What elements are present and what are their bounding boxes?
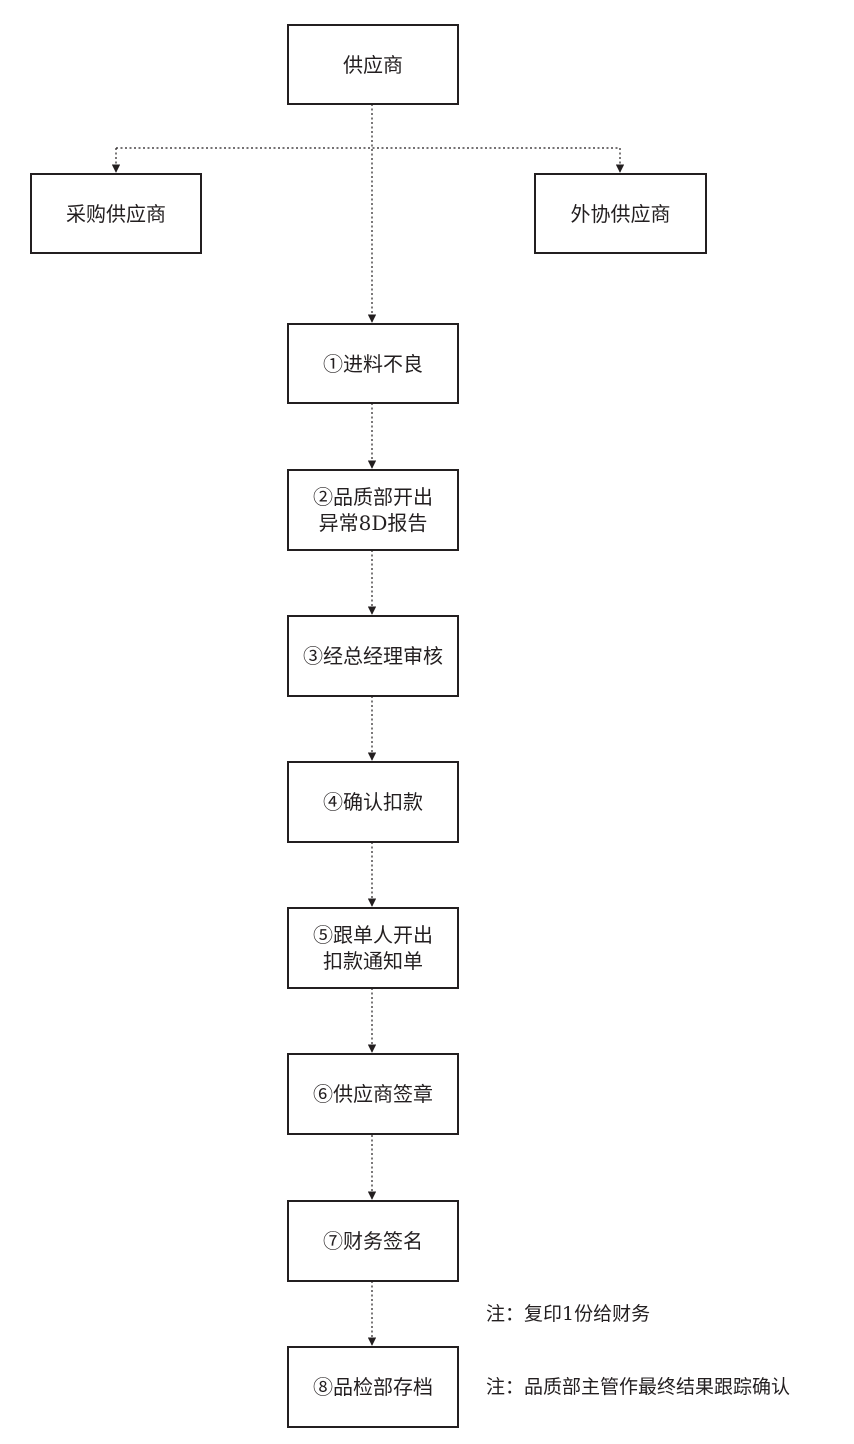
step-6-node: ⑥供应商签章 — [287, 1053, 459, 1135]
step-3-node: ③经总经理审核 — [287, 615, 459, 697]
step-2-node: ②品质部开出 异常8D报告 — [287, 469, 459, 551]
purchase-supplier-node: 采购供应商 — [30, 173, 202, 254]
step-5-node: ⑤跟单人开出 扣款通知单 — [287, 907, 459, 989]
step-1-node: ①进料不良 — [287, 323, 459, 404]
outsource-supplier-node: 外协供应商 — [534, 173, 707, 254]
note-copy-to-finance: 注：复印1份给财务 — [486, 1303, 651, 1325]
supplier-node: 供应商 — [287, 24, 459, 105]
step-4-node: ④确认扣款 — [287, 761, 459, 843]
step-8-node: ⑧品检部存档 — [287, 1346, 459, 1428]
note-quality-supervisor-confirm: 注：品质部主管作最终结果跟踪确认 — [486, 1376, 791, 1398]
step-7-node: ⑦财务签名 — [287, 1200, 459, 1282]
